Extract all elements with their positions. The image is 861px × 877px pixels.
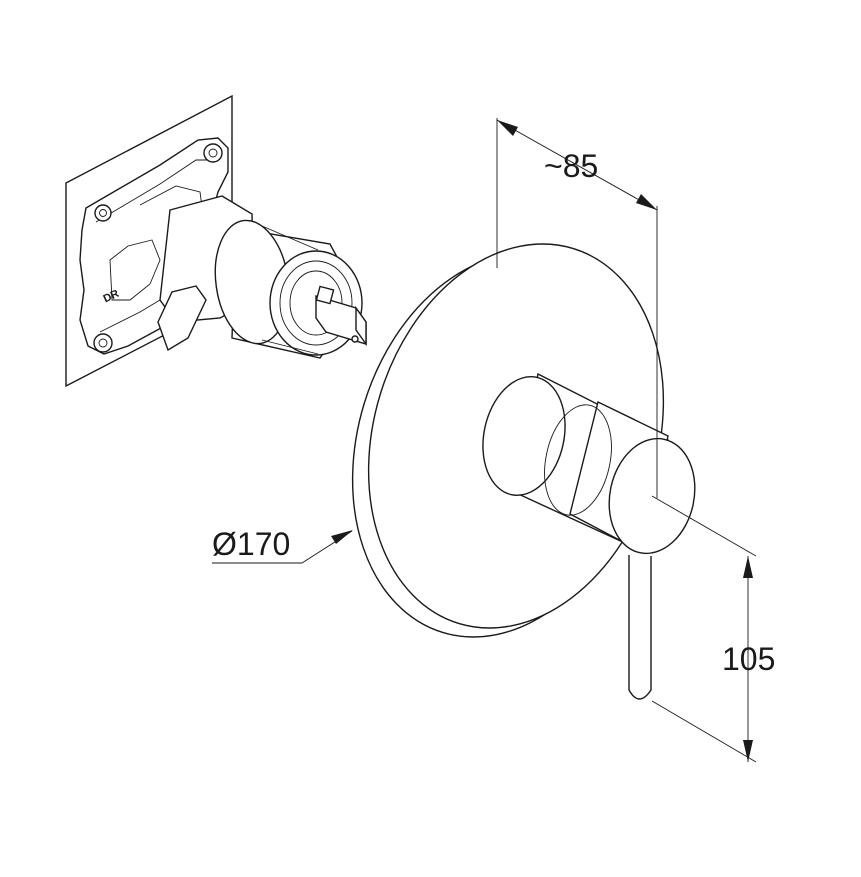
- dimension-depth: ~85: [496, 118, 658, 498]
- diameter-label: Ø170: [212, 526, 290, 562]
- dimension-diameter: Ø170: [212, 526, 353, 564]
- lever: [628, 555, 652, 700]
- height-label: 105: [722, 641, 775, 677]
- screw-left: [94, 204, 112, 222]
- valve-port: [157, 285, 207, 352]
- cartridge: [214, 219, 363, 359]
- depth-label: ~85: [544, 148, 598, 184]
- concealed-mixer-body: DR: [65, 94, 367, 388]
- screw-top: [203, 143, 223, 163]
- dimension-height: 105: [651, 495, 775, 763]
- trim-set: [351, 243, 696, 700]
- spindle: [315, 285, 367, 347]
- mixer-handle: [482, 372, 696, 555]
- screw-bottom: [93, 333, 113, 353]
